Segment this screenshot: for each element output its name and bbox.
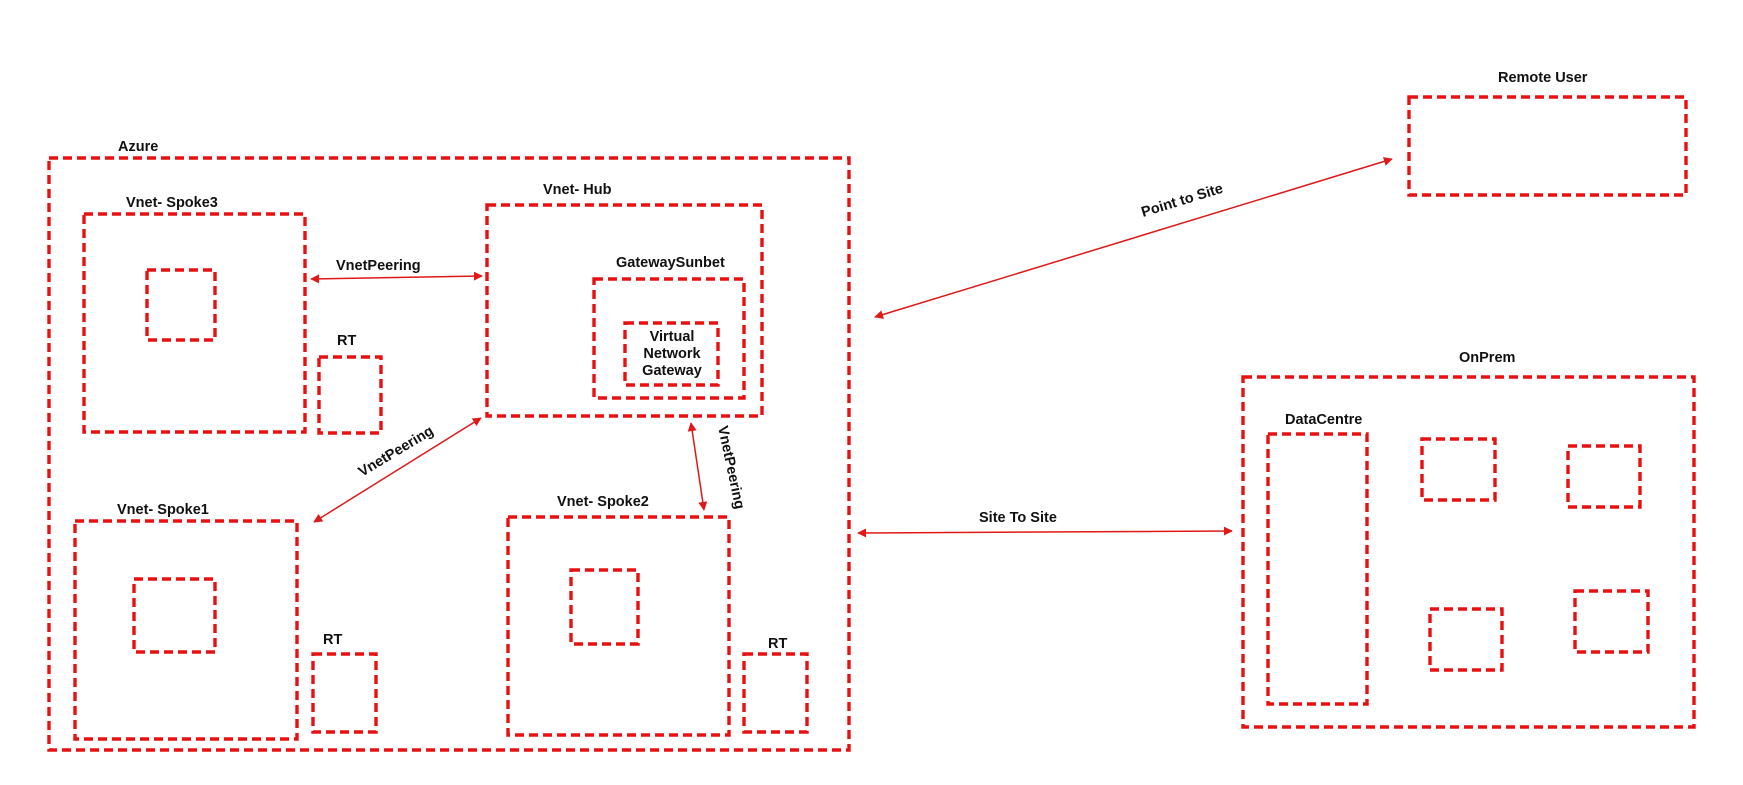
datacentre-label: DataCentre <box>1285 412 1362 428</box>
gateway-subnet-box <box>592 277 746 400</box>
peering-spoke1-hub-label: VnetPeering <box>356 423 437 480</box>
datacentre-box <box>1266 432 1369 706</box>
vnet-spoke1-box <box>73 519 299 741</box>
onprem-box-2 <box>1566 444 1642 509</box>
onprem-box-1 <box>1420 437 1497 502</box>
onprem-box-3 <box>1428 607 1504 672</box>
remote-user-box <box>1407 95 1688 197</box>
rt-spoke1-box <box>311 652 378 734</box>
virtual-network-gateway-box <box>623 321 720 387</box>
vnet-spoke3-label: Vnet- Spoke3 <box>126 195 218 211</box>
onprem-label: OnPrem <box>1459 350 1515 366</box>
vng-label-line2: Network <box>643 346 701 362</box>
rt-spoke3-label: RT <box>337 333 356 349</box>
site-to-site-label: Site To Site <box>979 510 1057 526</box>
point-to-site-arrow <box>874 157 1393 319</box>
remote-user-label: Remote User <box>1498 70 1588 86</box>
rt-spoke2-label: RT <box>768 636 787 652</box>
onprem-box-4 <box>1573 589 1650 654</box>
vnet-spoke2-label: Vnet- Spoke2 <box>557 494 649 510</box>
vnet-spoke2-box <box>506 515 731 737</box>
peering-spoke3-hub-label: VnetPeering <box>336 258 421 274</box>
vnet-spoke3-box <box>82 212 307 434</box>
vnet-hub-box <box>485 203 764 418</box>
azure-container <box>47 156 851 752</box>
spoke1-inner-box <box>132 577 217 654</box>
rt-spoke2-box <box>742 652 809 734</box>
vnet-hub-label: Vnet- Hub <box>543 182 612 198</box>
peering-spoke1-hub-arrow <box>313 417 482 523</box>
vnet-spoke1-label: Vnet- Spoke1 <box>117 502 209 518</box>
onprem-container <box>1241 375 1696 729</box>
point-to-site-label: Point to Site <box>1139 181 1225 221</box>
peering-spoke2-hub-arrow <box>687 422 708 511</box>
peering-spoke2-hub-label: VnetPeering <box>714 425 747 511</box>
rt-spoke1-label: RT <box>323 632 342 648</box>
spoke2-inner-box <box>569 568 640 646</box>
vng-label-line1: Virtual <box>650 329 695 345</box>
vng-label-line3: Gateway <box>642 363 702 379</box>
azure-label: Azure <box>118 139 158 155</box>
site-to-site-arrow <box>857 526 1233 538</box>
spoke3-inner-box <box>145 268 217 342</box>
peering-spoke3-hub-arrow <box>310 271 483 284</box>
rt-spoke3-box <box>317 355 383 435</box>
gateway-subnet-label: GatewaySunbet <box>616 255 725 271</box>
